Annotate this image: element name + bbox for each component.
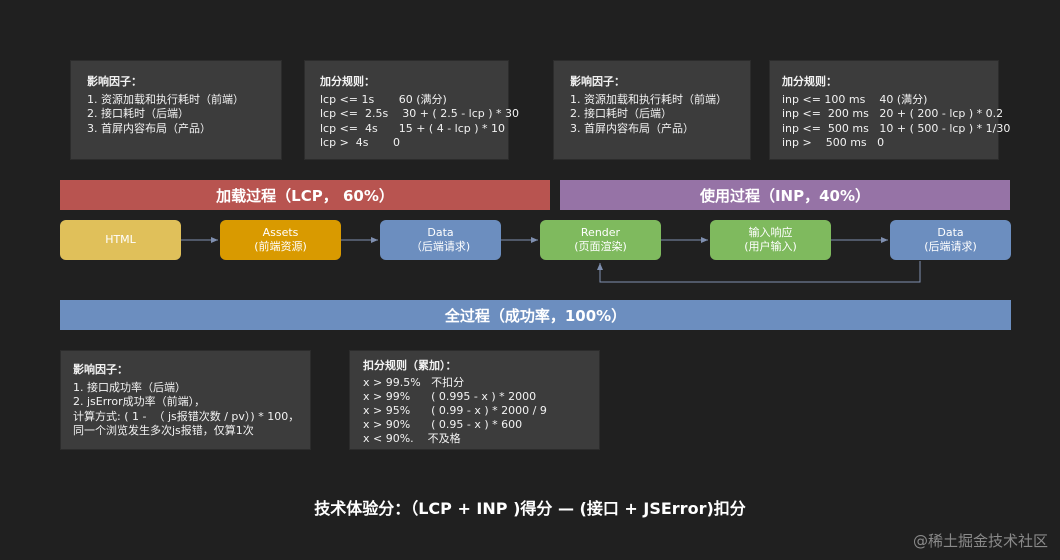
node-input: 输入响应 (用户输入) xyxy=(710,220,831,260)
card-line: 1. 资源加载和执行耗时（前端） xyxy=(87,92,244,106)
success-factors-card: 影响因子： 1. 接口成功率（后端） 2. jsError成功率（前端）， 计算… xyxy=(60,350,311,450)
card-line: 2. jsError成功率（前端）， xyxy=(73,395,206,408)
node-label: Data xyxy=(427,226,454,239)
inp-band: 使用过程（INP，40%） xyxy=(560,180,1010,210)
card-line: 3. 首屏内容布局（产品） xyxy=(87,121,211,135)
card-line: 1. 资源加载和执行耗时（前端） xyxy=(570,92,727,106)
node-label: HTML xyxy=(105,233,136,246)
inp-rules-card: 加分规则： inp <= 100 ms 40 (满分) inp <= 200 m… xyxy=(769,60,1010,160)
card-line: 计算方式: ( 1 - （ js报错次数 / pv）) * 100， xyxy=(73,409,300,423)
card-line: lcp <= 4s 15 + ( 4 - lcp ) * 10 xyxy=(320,121,506,135)
card-title: 加分规则： xyxy=(320,75,375,88)
node-data-backend: Data （后端请求) xyxy=(380,220,501,260)
node-render: Render (页面渲染) xyxy=(540,220,661,260)
card-line: x > 99% ( 0.995 - x ) * 2000 xyxy=(363,390,537,403)
lcp-rules-card: 加分规则： lcp <= 1s 60 (满分) lcp <= 2.5s 30 +… xyxy=(304,60,519,160)
card-line: 2. 接口耗时（后端） xyxy=(87,107,189,120)
card-title: 影响因子： xyxy=(73,363,128,376)
card-line: 1. 接口成功率（后端） xyxy=(73,380,186,394)
card-title: 加分规则： xyxy=(782,75,837,88)
card-line: 2. 接口耗时（后端） xyxy=(570,107,672,120)
node-sublabel: (后端请求) xyxy=(924,240,977,253)
node-assets: Assets (前端资源) xyxy=(220,220,341,260)
card-line: 同一个浏览发生多次js报错，仅算1次 xyxy=(73,424,254,437)
card-line: inp > 500 ms 0 xyxy=(782,136,885,149)
card-line: lcp <= 1s 60 (满分) xyxy=(320,92,447,106)
card-line: x < 90%. 不及格 xyxy=(363,432,461,445)
node-html: HTML xyxy=(60,220,181,260)
arrow-loop-back xyxy=(597,261,921,283)
node-label: Render xyxy=(580,226,621,239)
card-title: 影响因子： xyxy=(87,75,142,88)
score-formula: 技术体验分：（LCP + INP )得分 — (接口 + JSError)扣分 xyxy=(314,499,746,518)
node-data-request: Data (后端请求) xyxy=(890,220,1011,260)
node-label: Assets xyxy=(262,226,299,239)
card-line: inp <= 100 ms 40 (满分) xyxy=(782,92,928,106)
card-line: lcp > 4s 0 xyxy=(320,136,400,149)
card-line: x > 99.5% 不扣分 xyxy=(363,376,465,389)
card-title: 影响因子： xyxy=(570,75,625,88)
node-label: Data xyxy=(937,226,964,239)
all-process-band: 全过程（成功率，100%） xyxy=(60,300,1011,330)
node-label: 输入响应 xyxy=(748,226,793,239)
deduction-rules-card: 扣分规则（累加）： x > 99.5% 不扣分 x > 99% ( 0.995 … xyxy=(349,350,600,450)
lcp-band: 加载过程（LCP， 60%） xyxy=(60,180,550,210)
node-sublabel: (页面渲染) xyxy=(574,240,627,253)
card-line: 3. 首屏内容布局（产品） xyxy=(570,121,694,135)
card-title: 扣分规则（累加）： xyxy=(363,359,457,372)
watermark: @稀土掘金技术社区 xyxy=(912,532,1048,550)
node-sublabel: (用户输入) xyxy=(744,240,797,253)
inp-factors-card: 影响因子： 1. 资源加载和执行耗时（前端） 2. 接口耗时（后端） 3. 首屏… xyxy=(553,60,751,160)
card-line: inp <= 200 ms 20 + ( 200 - lcp ) * 0.2 xyxy=(782,107,1004,120)
card-line: x > 95% ( 0.99 - x ) * 2000 / 9 xyxy=(363,404,547,417)
card-line: x > 90% ( 0.95 - x ) * 600 xyxy=(363,418,523,431)
lcp-factors-card: 影响因子： 1. 资源加载和执行耗时（前端） 2. 接口耗时（后端） 3. 首屏… xyxy=(70,60,282,160)
node-sublabel: (前端资源) xyxy=(254,240,307,253)
node-sublabel: （后端请求) xyxy=(410,240,471,253)
